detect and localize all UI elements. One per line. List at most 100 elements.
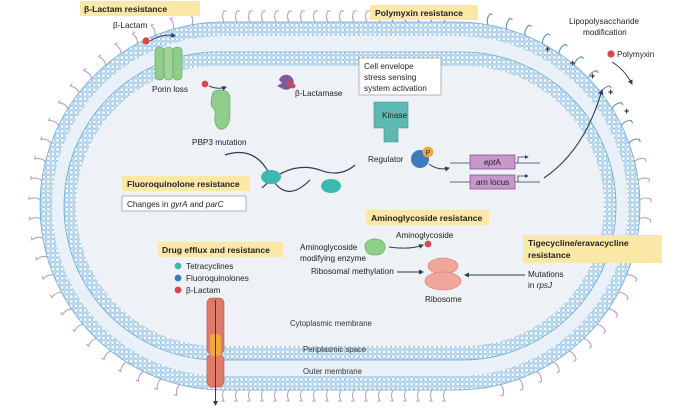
lps-chain: [338, 389, 342, 402]
lps-modification-arrow: [543, 88, 604, 179]
lps-chain: [325, 10, 331, 23]
lps-chain: [364, 10, 370, 23]
beta-lactamase-enzyme: [277, 74, 294, 90]
lps-chain: [569, 350, 577, 362]
cytoplasmic-membrane-label: Cytoplasmic membrane: [290, 319, 372, 328]
polymyxin-label: Polymyxin: [617, 50, 655, 59]
lps-chain: [312, 389, 316, 402]
lps-chain: [611, 102, 624, 109]
arn-promoter-arrow: [517, 174, 529, 182]
lps-chain: [41, 274, 54, 281]
epta-gene-box: [469, 154, 516, 170]
beta-lactam-fragment-1: [286, 80, 292, 86]
pbp3-protein: [210, 89, 231, 130]
aminoglycoside-enzyme-line2: modifying enzyme: [300, 254, 366, 263]
pbp3-mutation-label: PBP3 mutation: [192, 138, 247, 147]
topoisomerase-enzyme: [321, 179, 341, 193]
lps-chain: [247, 10, 253, 23]
beta-lactam-drug-label: β-Lactam: [113, 21, 147, 30]
tetracyclines-legend-dot: [174, 262, 182, 270]
lps-chain: [596, 323, 607, 334]
drug-efflux-header: Drug efflux and resistance: [162, 245, 270, 255]
lps-chain: [608, 308, 619, 318]
epta-gene-label: eptA: [484, 158, 501, 167]
lps-modification-line1: Lipopolysaccharide: [569, 17, 640, 26]
lps-chain: [34, 155, 46, 162]
positive-charges: + + + + +: [545, 44, 629, 116]
lps-chain: [135, 370, 144, 383]
lps-chain: [28, 216, 41, 221]
polymyxin-repel-arrow: [611, 61, 633, 85]
tigecycline-header-bg: [523, 235, 662, 263]
plus-charge-4: +: [608, 87, 613, 97]
beta-lactamase-label: β-Lactamase: [295, 89, 343, 98]
lps-chain: [101, 350, 111, 361]
lps-chain: [620, 119, 634, 126]
arn-locus-box: [469, 174, 516, 190]
beta-lactam-fragment-2: [290, 83, 296, 89]
arn-locus-label: arn locus: [476, 178, 509, 187]
lps-chain: [39, 136, 52, 144]
lps-chain: [541, 33, 551, 44]
lps-chain: [86, 337, 97, 348]
lps-chain: [442, 389, 446, 402]
aminoglycoside-enzyme-line1: Aminoglycoside: [300, 243, 358, 252]
tigecycline-header-line1: Tigecycline/eravacycline: [528, 238, 629, 248]
lps-chain: [113, 42, 122, 54]
lps-chain: [30, 175, 43, 181]
lps-chain: [416, 389, 420, 402]
lps-chain: [47, 117, 60, 126]
lps-chain: [639, 197, 652, 203]
lps-chain: [57, 99, 69, 109]
lps-chain: [505, 17, 513, 30]
lps-modification-line2: modification: [583, 28, 627, 37]
beta-lactam-entry-arrow: [149, 32, 176, 42]
lps-chain: [49, 291, 62, 299]
lps-chain: [169, 17, 175, 30]
lps-chain: [583, 337, 593, 349]
ribosomal-methylation-label: Ribosomal methylation: [311, 267, 394, 276]
lps-chain: [154, 378, 162, 391]
porin-loss-label: Porin loss: [152, 85, 188, 94]
lps-chain: [518, 378, 524, 391]
fluoroquinolones-legend-dot: [174, 274, 182, 282]
lps-chain: [553, 361, 560, 374]
lps-chain: [486, 13, 493, 25]
lps-chain: [286, 389, 290, 402]
epta-promoter-arrow: [517, 155, 529, 163]
cell-envelope-box: [358, 57, 442, 96]
lps-chain: [82, 68, 93, 79]
drug-efflux-header-bg: [158, 242, 283, 257]
gyrase-enzyme: [261, 170, 281, 184]
lps-chain: [30, 236, 43, 241]
beta-lactam-molecule-periplasm: [201, 80, 209, 88]
phosphate-group: [422, 146, 434, 158]
lps-chain: [524, 24, 533, 36]
lps-chain: [558, 43, 568, 54]
cell-envelope-line3: system activation: [364, 84, 427, 93]
regulator-to-genes-arrow: [428, 163, 450, 172]
polymyxin-header: Polymyxin resistance: [375, 8, 463, 18]
lps-chain: [299, 389, 303, 402]
lps-chain: [628, 138, 641, 144]
lps-chain: [377, 389, 381, 402]
beta-lactam-legend-dot: [174, 286, 182, 294]
lps-chain: [173, 384, 180, 396]
plus-charge-1: +: [545, 44, 550, 54]
lps-chain: [117, 361, 127, 373]
beta-lactam-to-pbp3-arrow: [208, 85, 227, 91]
lps-chain: [500, 384, 505, 397]
lps-chain: [312, 10, 318, 23]
kinase-label: Kinase: [382, 111, 407, 120]
beta-lactam-header-bg: [80, 1, 200, 16]
lps-chain: [626, 274, 638, 283]
lps-chain: [637, 177, 651, 182]
tetracyclines-legend-label: Tetracyclines: [186, 262, 233, 271]
lps-chain: [536, 370, 543, 384]
lps-chain: [149, 23, 156, 36]
mutations-line2: in rpsJ: [528, 281, 553, 290]
lps-chain: [260, 10, 266, 23]
aminoglycoside-modify-arrow: [388, 244, 424, 249]
lps-chain: [221, 389, 225, 402]
